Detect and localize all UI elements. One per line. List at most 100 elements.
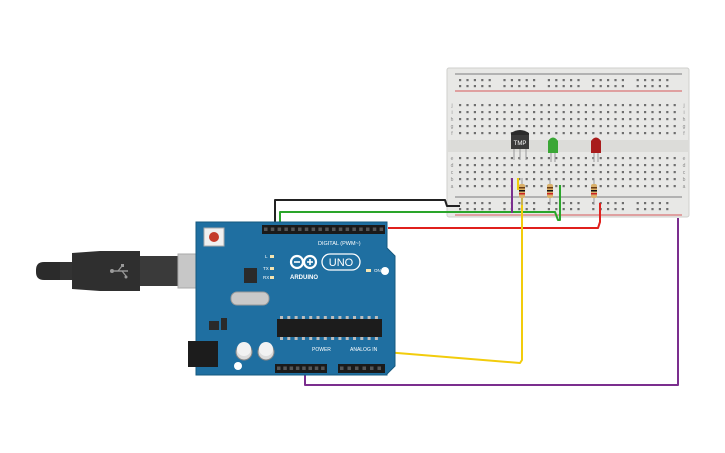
terminal-hole xyxy=(481,171,484,174)
resistor-1[interactable] xyxy=(519,178,525,205)
terminal-hole xyxy=(666,111,669,114)
usb-controller-chip xyxy=(244,268,257,283)
wire-black[interactable] xyxy=(274,199,460,228)
terminal-hole xyxy=(533,185,536,188)
resistor-2[interactable] xyxy=(547,178,553,205)
tx-led-label: TX xyxy=(263,266,269,271)
terminal-hole xyxy=(607,157,610,160)
rail-hole xyxy=(518,202,521,205)
terminal-hole xyxy=(592,164,595,167)
terminal-hole xyxy=(496,118,499,121)
breadboard-row-letter: f xyxy=(683,131,685,137)
mounting-hole-2 xyxy=(234,362,242,370)
rail-hole xyxy=(658,85,661,88)
terminal-hole xyxy=(673,125,676,128)
terminal-hole xyxy=(518,178,521,181)
terminal-hole xyxy=(510,125,513,128)
rail-hole xyxy=(570,208,573,211)
digital-pin-hole xyxy=(332,227,336,231)
digital-pin-hole xyxy=(298,227,302,231)
wire-red[interactable] xyxy=(388,203,601,229)
usb-cable[interactable] xyxy=(36,251,211,291)
terminal-hole xyxy=(644,178,647,181)
terminal-hole xyxy=(644,118,647,121)
rail-hole xyxy=(592,208,595,211)
terminal-hole xyxy=(584,157,587,160)
terminal-hole xyxy=(607,111,610,114)
terminal-hole xyxy=(629,104,632,107)
arduino-uno-board[interactable]: AREF DIGITAL (PWM~) L TX RX UNO ARDUINO … xyxy=(188,207,396,376)
terminal-hole xyxy=(658,185,661,188)
mounting-hole xyxy=(381,267,389,275)
terminal-hole xyxy=(621,178,624,181)
terminal-hole xyxy=(481,164,484,167)
rail-hole xyxy=(644,202,647,205)
rail-hole xyxy=(488,85,491,88)
rail-hole xyxy=(459,85,462,88)
digital-header[interactable] xyxy=(262,225,385,234)
dc-power-jack[interactable] xyxy=(188,341,218,367)
terminal-hole xyxy=(629,132,632,135)
terminal-hole xyxy=(636,132,639,135)
terminal-hole xyxy=(658,164,661,167)
analog-header[interactable] xyxy=(338,364,385,373)
rail-hole xyxy=(562,79,565,82)
rail-hole xyxy=(577,208,580,211)
rail-hole xyxy=(473,208,476,211)
terminal-hole xyxy=(562,104,565,107)
breadboard-row-letter: b xyxy=(451,177,454,183)
terminal-hole xyxy=(503,118,506,121)
wire-green[interactable] xyxy=(279,185,561,228)
crystal-oscillator xyxy=(230,291,270,306)
digital-pin-hole xyxy=(304,227,309,231)
rail-hole xyxy=(570,85,573,88)
terminal-hole xyxy=(503,157,506,160)
terminal-hole xyxy=(466,185,469,188)
terminal-hole xyxy=(481,111,484,114)
digital-pin-hole xyxy=(345,227,350,231)
rail-hole xyxy=(525,85,528,88)
temperature-sensor[interactable]: TMP xyxy=(511,130,529,160)
power-header[interactable] xyxy=(275,364,327,373)
terminal-hole xyxy=(592,157,595,160)
rail-hole xyxy=(481,208,484,211)
rail-hole xyxy=(459,79,462,82)
terminal-hole xyxy=(584,171,587,174)
terminal-hole xyxy=(510,118,513,121)
terminal-hole xyxy=(673,111,676,114)
analog-in-label: ANALOG IN xyxy=(350,347,378,353)
led-red[interactable] xyxy=(591,137,601,163)
analog-pin-hole xyxy=(347,366,351,370)
terminal-hole xyxy=(488,157,491,160)
power-pin-hole xyxy=(289,366,294,370)
mcu-pin xyxy=(323,337,327,340)
terminal-hole xyxy=(488,104,491,107)
rx-led xyxy=(270,276,274,279)
terminal-hole xyxy=(629,164,632,167)
led-green[interactable] xyxy=(548,137,558,163)
terminal-hole xyxy=(503,125,506,128)
terminal-hole xyxy=(658,104,661,107)
terminal-hole xyxy=(533,171,536,174)
terminal-hole xyxy=(459,125,462,128)
digital-pin-hole xyxy=(291,227,295,231)
mcu-pin xyxy=(294,316,298,319)
rail-hole xyxy=(621,79,624,82)
reset-button-cap[interactable] xyxy=(209,232,219,242)
rail-hole xyxy=(621,202,624,205)
power-pin-hole xyxy=(283,366,287,370)
resistor-3[interactable] xyxy=(591,178,597,205)
terminal-hole xyxy=(481,125,484,128)
rail-hole xyxy=(503,79,506,82)
power-pin-hole xyxy=(308,366,312,370)
rail-hole xyxy=(614,79,617,82)
mcu-pin xyxy=(345,337,349,340)
terminal-hole xyxy=(636,171,639,174)
terminal-hole xyxy=(481,157,484,160)
terminal-hole xyxy=(570,118,573,121)
terminal-hole xyxy=(570,178,573,181)
terminal-hole xyxy=(533,111,536,114)
rail-hole xyxy=(525,79,528,82)
